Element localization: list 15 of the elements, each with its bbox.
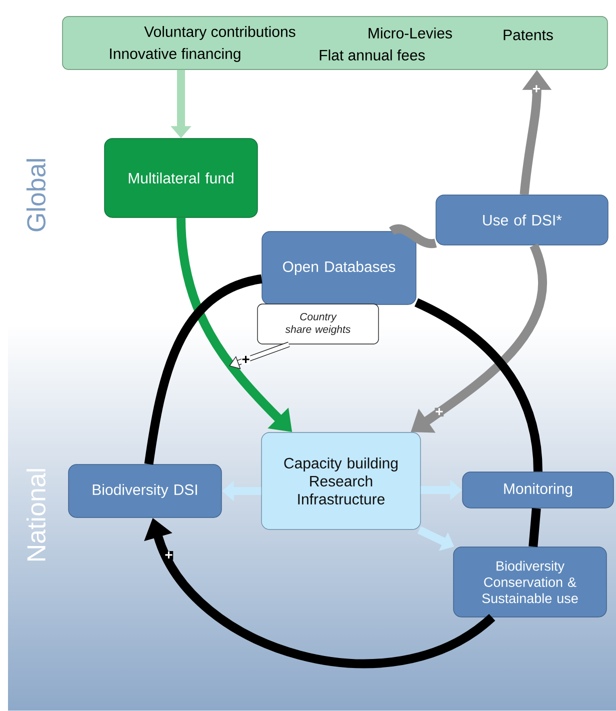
callout-box: Country share weights bbox=[257, 304, 379, 344]
process-box: Multilateral fund bbox=[104, 138, 258, 218]
process-box: Biodiversity DSI bbox=[68, 464, 222, 518]
edge-label: + bbox=[165, 551, 172, 558]
side-label: Global bbox=[26, 159, 46, 232]
process-box: Biodiversity Conservation & Sustainable use bbox=[453, 546, 607, 618]
arrow bbox=[229, 342, 290, 370]
edge-label: + bbox=[242, 356, 250, 363]
edge-label: + bbox=[532, 85, 540, 92]
funding-box: Voluntary contributions Micro-Levies Patents Innovative financing Flat annual fees bbox=[62, 16, 608, 70]
process-box: Open Databases bbox=[262, 231, 416, 305]
process-box: Monitoring bbox=[462, 472, 614, 508]
process-box: Capacity building Research Infrastructure bbox=[261, 432, 421, 530]
process-box: Use of DSI* bbox=[436, 194, 608, 246]
edge-label: + bbox=[436, 408, 443, 416]
